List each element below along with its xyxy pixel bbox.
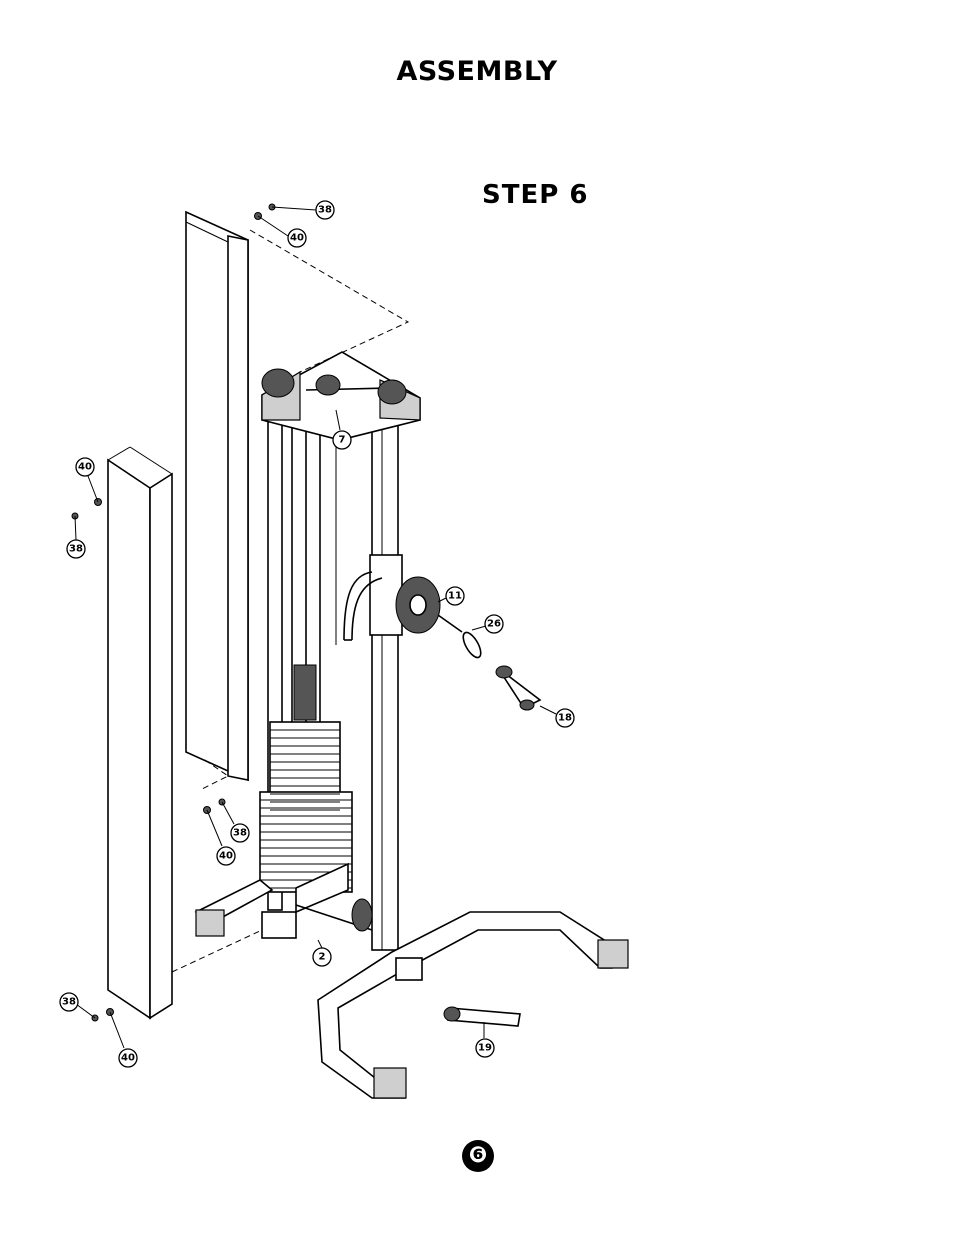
base-frame <box>196 864 628 1098</box>
callout-label: 18 <box>558 713 572 724</box>
pulley-carriage <box>344 555 440 640</box>
callout-26: 26 <box>485 615 503 633</box>
page-number-badge: ❻ <box>462 1140 494 1172</box>
callout-label: 40 <box>290 233 304 244</box>
callout-label: 40 <box>78 462 92 473</box>
callout-label: 19 <box>478 1043 492 1054</box>
short-bar <box>444 1007 520 1026</box>
rear-shroud-panel <box>186 212 248 780</box>
callout-label: 7 <box>339 435 346 446</box>
callout-40: 40 <box>119 1049 137 1067</box>
callout-label: 38 <box>62 997 76 1008</box>
callout-40: 40 <box>288 229 306 247</box>
callout-38: 38 <box>60 993 78 1011</box>
callout-label: 2 <box>319 952 326 963</box>
callout-19: 19 <box>476 1039 494 1057</box>
callout-label: 38 <box>233 828 247 839</box>
callout-label: 40 <box>121 1053 135 1064</box>
callout-label: 40 <box>219 851 233 862</box>
callout-18: 18 <box>556 709 574 727</box>
front-shroud-panel <box>108 447 172 1018</box>
callout-2: 2 <box>313 948 331 966</box>
callout-label: 26 <box>487 619 501 630</box>
callout-label: 38 <box>69 544 83 555</box>
callout-label: 38 <box>318 205 332 216</box>
callout-40: 40 <box>76 458 94 476</box>
callout-38: 38 <box>67 540 85 558</box>
callout-label: 11 <box>448 591 462 602</box>
callout-11: 11 <box>446 587 464 605</box>
callout-7: 7 <box>333 431 351 449</box>
callout-38: 38 <box>316 201 334 219</box>
callout-40: 40 <box>217 847 235 865</box>
callout-38: 38 <box>231 824 249 842</box>
